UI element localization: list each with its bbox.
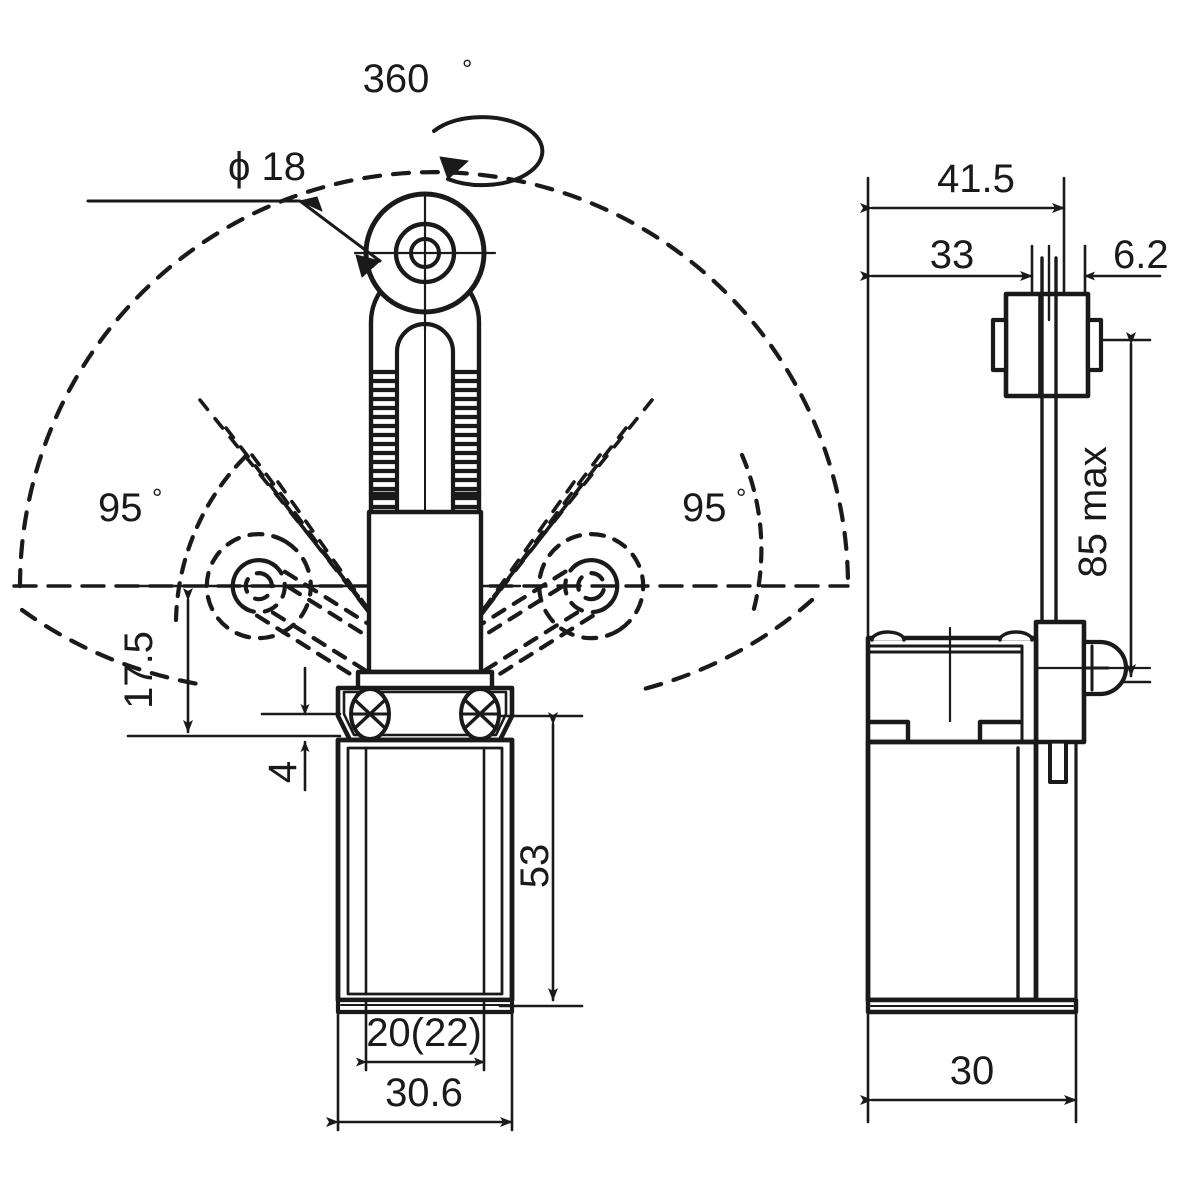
dia18-leader xyxy=(86,196,382,278)
rotation-360-arc xyxy=(432,115,545,188)
label-dim-41-5: 41.5 xyxy=(937,157,1015,201)
label-rotation-360: 360 xyxy=(363,57,430,101)
switch-body xyxy=(335,737,515,1015)
dim-30-6 xyxy=(326,1010,514,1132)
flange-screw-left xyxy=(349,687,391,741)
flange-screw-right xyxy=(459,687,501,741)
dim-4 xyxy=(260,666,342,792)
side-switch-body xyxy=(865,739,1079,1015)
label-dim-6-2: 6.2 xyxy=(1113,233,1169,277)
dim-53 xyxy=(498,712,584,1008)
dimension-text-layer: 360 ° ϕ 18 95 ° 95 ° 17.5 4 53 20(22) 30… xyxy=(98,54,1169,1115)
label-dim-53: 53 xyxy=(513,844,557,889)
label-angle-left: 95 xyxy=(98,486,143,530)
swing-envelope-arc xyxy=(17,169,851,693)
label-dim-30: 30 xyxy=(950,1049,995,1093)
dim-17-5 xyxy=(126,588,342,738)
side-lever-shaft xyxy=(1040,244,1058,630)
label-angle-left-degree-symbol: ° xyxy=(152,483,162,513)
label-dim-30-6: 30.6 xyxy=(385,1071,463,1115)
label-rotation-360-degree-symbol: ° xyxy=(462,54,472,84)
label-angle-right: 95 xyxy=(682,486,727,530)
label-roller-diameter: ϕ 18 xyxy=(228,145,306,189)
side-head-pivot-block xyxy=(1033,619,1129,784)
label-dim-33: 33 xyxy=(930,233,975,277)
label-dim-4: 4 xyxy=(261,761,305,783)
angle-arc-left xyxy=(173,449,253,623)
dim-20-22 xyxy=(356,998,486,1072)
label-dim-17-5: 17.5 xyxy=(117,631,161,709)
side-switch-head xyxy=(865,626,1039,745)
label-angle-right-degree-symbol: ° xyxy=(736,483,746,513)
switch-head-block xyxy=(355,509,495,703)
label-dim-85-max: 85 max xyxy=(1071,446,1115,577)
label-dim-20-22: 20(22) xyxy=(366,1011,482,1055)
side-roller-block xyxy=(990,291,1104,399)
angle-arc-right xyxy=(739,452,764,619)
